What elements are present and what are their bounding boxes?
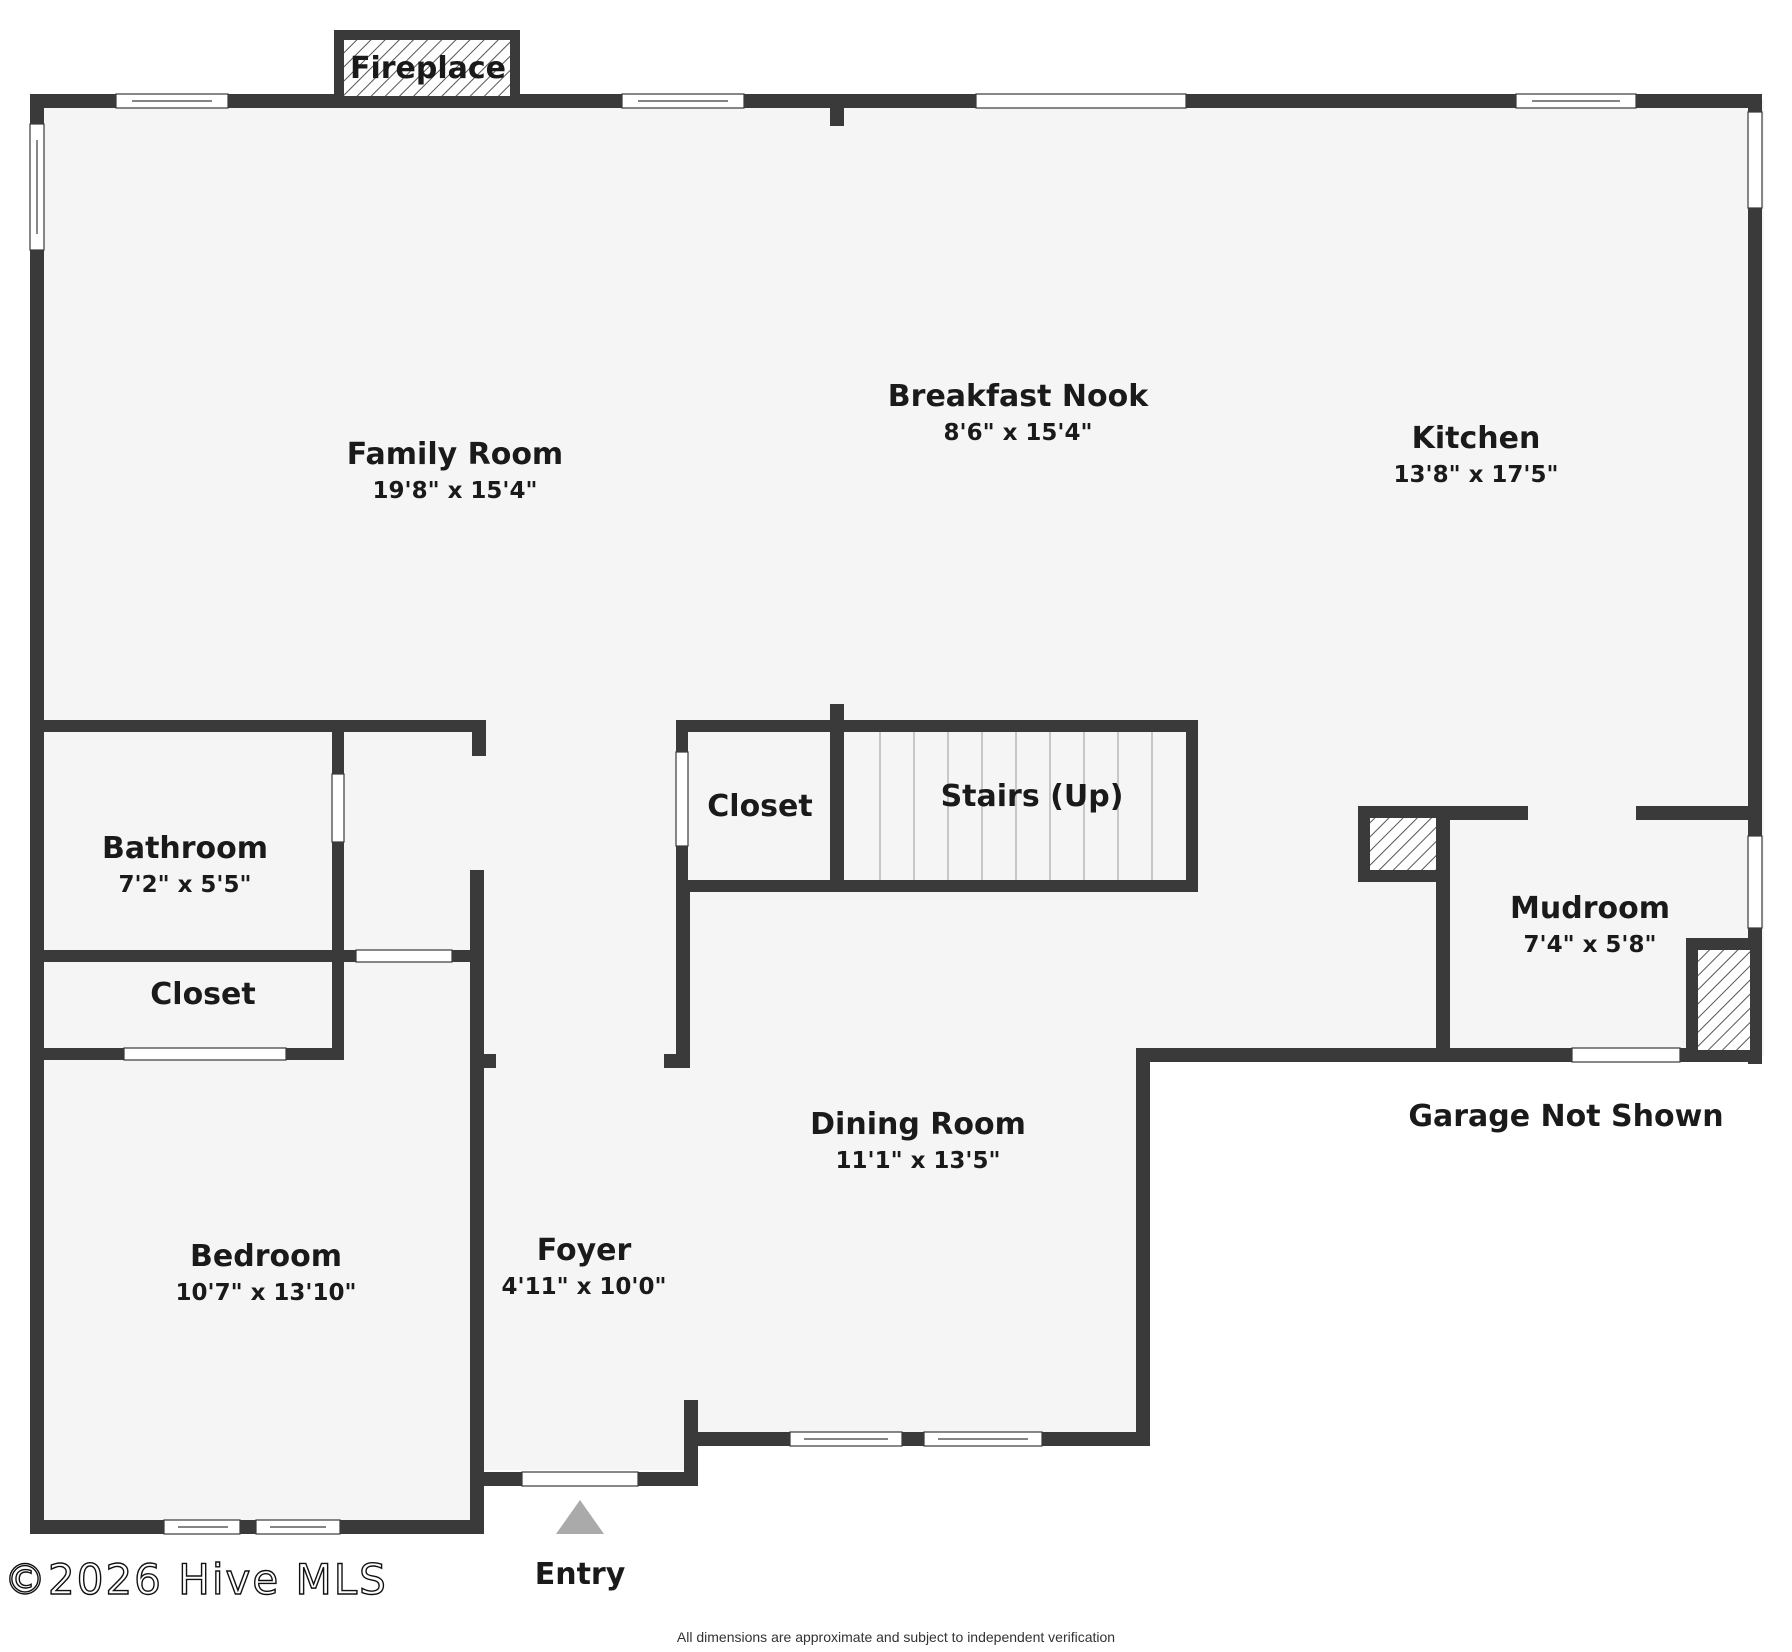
bedroom-name: Bedroom — [190, 1239, 342, 1274]
copyright-watermark: ©2026 Hive MLS — [4, 1555, 388, 1604]
kitchen-dims: 13'8" x 17'5" — [1394, 462, 1559, 488]
breakfast-nook-name: Breakfast Nook — [888, 379, 1149, 414]
closet-left-name: Closet — [150, 977, 255, 1012]
garage-label: Garage Not Shown — [1408, 1099, 1723, 1134]
windows — [29, 93, 1763, 1535]
dining-room-dims: 11'1" x 13'5" — [836, 1148, 1001, 1174]
stairs — [879, 732, 1153, 880]
closet-center-name: Closet — [707, 789, 812, 824]
kitchen-name: Kitchen — [1412, 421, 1541, 456]
disclaimer-text: All dimensions are approximate and subje… — [677, 1629, 1115, 1645]
hatched-fixtures — [344, 40, 1750, 1050]
mudroom-name: Mudroom — [1510, 891, 1670, 926]
foyer-dims: 4'11" x 10'0" — [502, 1274, 667, 1300]
family-room-name: Family Room — [347, 437, 563, 472]
entry-label: Entry — [535, 1557, 626, 1592]
fireplace-label: Fireplace — [350, 51, 506, 86]
floor-area — [36, 100, 1764, 1520]
stairs-name: Stairs (Up) — [941, 779, 1124, 814]
entry-arrow-icon — [556, 1500, 604, 1534]
bedroom-dims: 10'7" x 13'10" — [176, 1280, 357, 1306]
mudroom-dims: 7'4" x 5'8" — [1524, 932, 1657, 958]
bathroom-name: Bathroom — [102, 831, 268, 866]
foyer-name: Foyer — [537, 1233, 632, 1268]
dining-room-name: Dining Room — [810, 1107, 1026, 1142]
family-room-dims: 19'8" x 15'4" — [373, 478, 538, 504]
bathroom-dims: 7'2" x 5'5" — [119, 872, 252, 898]
breakfast-nook-dims: 8'6" x 15'4" — [944, 420, 1093, 446]
